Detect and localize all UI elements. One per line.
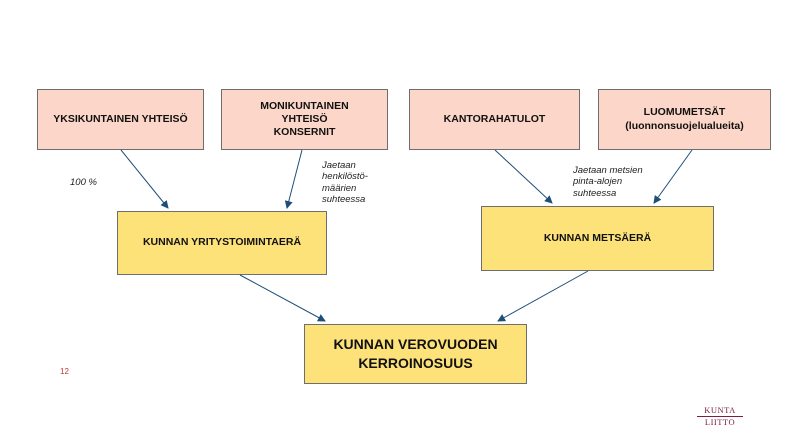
arrow-yksikuntainen-to-yritystoimintaera — [120, 149, 169, 209]
note-pinta-line-2: pinta-alojen — [573, 176, 623, 188]
arrow-yritystoimintaera-to-verovuoden — [239, 274, 326, 322]
note-pinta-alojen-suhteessa: Jaetaan metsien pinta-alojen suhteessa — [573, 165, 643, 199]
arrow-monikuntainen-to-yritystoimintaera — [284, 149, 303, 209]
note-henkilosto-line-1: Jaetaan — [322, 160, 356, 171]
box-monikuntainen-line-3: KONSERNIT — [273, 126, 336, 139]
page-number: 12 — [60, 367, 69, 376]
box-monikuntainen-line-1: MONIKUNTAINEN — [260, 99, 349, 112]
note-100-percent: 100 % — [70, 177, 97, 188]
box-kunnan-yritystoimintaera: KUNNAN YRITYSTOIMINTAERÄ — [117, 211, 327, 275]
box-luomumetsat-line-2: (luonnonsuojelualueita) — [625, 119, 744, 132]
note-100-percent-text: 100 % — [70, 177, 97, 188]
box-kunnan-verovuoden-kerroinosuus: KUNNAN VEROVUODEN KERROINOSUUS — [304, 324, 527, 384]
box-kantorahatulot: KANTORAHATULOT — [409, 89, 580, 150]
box-monikuntainen-line-2: YHTEISÖ — [281, 112, 328, 125]
box-metsaera-label: KUNNAN METSÄERÄ — [543, 231, 652, 244]
note-pinta-line-3: suhteessa — [573, 187, 617, 199]
box-luomumetsat-label: LUOMUMETSÄT (luonnonsuojelualueita) — [625, 106, 743, 132]
arrow-kantorahatulot-to-metsaera — [494, 149, 553, 204]
box-yksikuntainen-yhteiso: YKSIKUNTAINEN YHTEISÖ — [37, 89, 204, 150]
box-luomumetsat: LUOMUMETSÄT (luonnonsuojelualueita) — [598, 89, 771, 150]
box-verovuoden-line-2: KERROINOSUUS — [358, 355, 473, 371]
arrow-luomumetsat-to-metsaera — [653, 149, 693, 204]
box-kantorahatulot-label: KANTORAHATULOT — [443, 112, 546, 125]
note-henkilosto-line-4: suhteessa — [322, 194, 366, 206]
note-henkilostomaarien-suhteessa: Jaetaan henkilöstö- määrien suhteessa — [322, 160, 368, 206]
box-verovuoden-line-1: KUNNAN VEROVUODEN — [333, 336, 498, 353]
box-yritystoimintaera-label: KUNNAN YRITYSTOIMINTAERÄ — [142, 236, 302, 249]
box-yksikuntainen-label: YKSIKUNTAINEN YHTEISÖ — [53, 112, 188, 125]
arrow-metsaera-to-verovuoden — [497, 270, 589, 322]
box-monikuntainen-label: MONIKUNTAINEN YHTEISÖ KONSERNIT — [260, 100, 348, 139]
box-kunnan-metsaera: KUNNAN METSÄERÄ — [481, 206, 714, 271]
box-monikuntainen-yhteiso-konsernit: MONIKUNTAINEN YHTEISÖ KONSERNIT — [221, 89, 388, 150]
box-verovuoden-label: KUNNAN VEROVUODEN KERROINOSUUS — [333, 335, 497, 373]
note-henkilosto-line-3: määrien — [322, 182, 357, 194]
logo-top-text: KUNTA — [704, 405, 736, 415]
note-pinta-line-1: Jaetaan metsien — [573, 165, 643, 176]
kuntaliitto-logo: KUNTA LIITTO — [697, 406, 743, 426]
box-luomumetsat-line-1: LUOMUMETSÄT — [643, 106, 726, 119]
logo-bottom-text: LIITTO — [697, 415, 743, 427]
note-henkilosto-line-2: henkilöstö- — [322, 171, 368, 183]
